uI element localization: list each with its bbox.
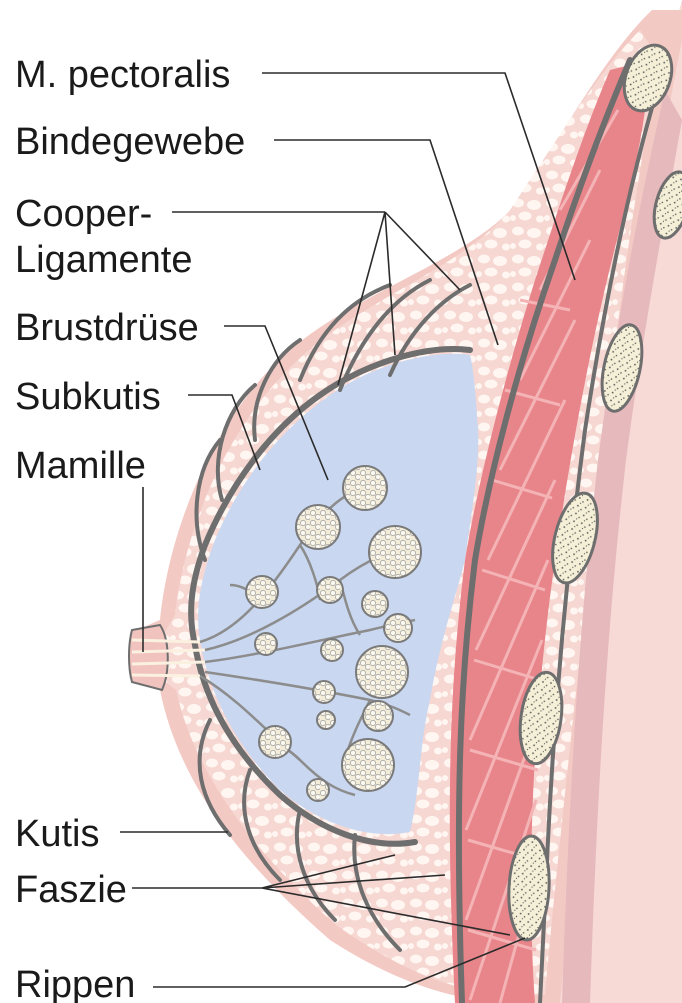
lobule (321, 639, 343, 661)
lobule (342, 739, 394, 791)
lobule (362, 591, 388, 617)
label-bindegewebe: Bindegewebe (15, 121, 245, 163)
lobule (343, 466, 387, 510)
label-brustdruese: Brustdrüse (15, 307, 199, 349)
lobule (307, 779, 329, 801)
mamille-nipple (129, 625, 168, 690)
label-subkutis: Subkutis (15, 376, 161, 418)
label-rippen: Rippen (15, 964, 135, 1003)
lobule (255, 633, 277, 655)
lobule (246, 576, 278, 608)
lobule (313, 681, 335, 703)
lobule (296, 505, 340, 549)
lobule (384, 614, 412, 642)
label-pectoralis: M. pectoralis (15, 54, 230, 96)
lobule (369, 526, 421, 578)
label-cooper-line-2: Ligamente (15, 239, 192, 281)
lobule (259, 726, 291, 758)
label-kutis: Kutis (15, 813, 99, 855)
lobule (317, 711, 335, 729)
label-cooper-line-1: Cooper- (15, 193, 152, 235)
label-faszie: Faszie (15, 869, 127, 911)
label-mamille: Mamille (15, 445, 146, 487)
lobule (356, 646, 408, 698)
lobule (363, 701, 393, 731)
lobule (317, 577, 343, 603)
